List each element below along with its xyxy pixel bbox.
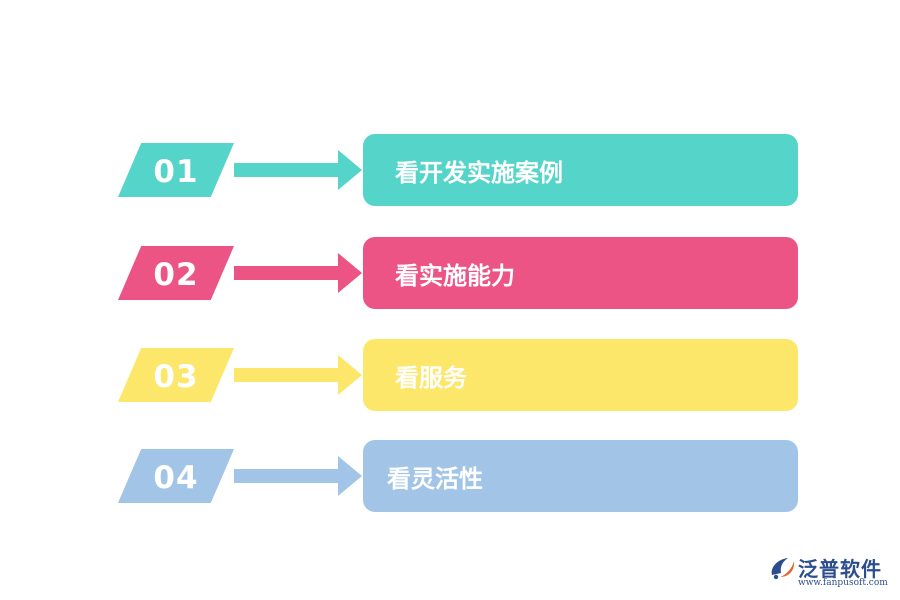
right-arrow-icon bbox=[234, 150, 362, 190]
step-label-box: 看实施能力 bbox=[363, 237, 798, 309]
right-arrow-icon bbox=[234, 355, 362, 395]
fanpu-logo-icon bbox=[771, 558, 795, 580]
step-number-badge: 02 bbox=[118, 246, 234, 300]
step-label-box: 看服务 bbox=[363, 339, 798, 411]
step-number: 03 bbox=[153, 359, 199, 395]
step-row: 02 看实施能力 bbox=[0, 237, 900, 309]
step-number-badge: 01 bbox=[118, 143, 234, 197]
brand-url: www.fanpusoft.com bbox=[798, 578, 888, 588]
step-label-box: 看开发实施案例 bbox=[363, 134, 798, 206]
right-arrow-icon bbox=[234, 253, 362, 293]
step-label: 看实施能力 bbox=[395, 261, 515, 290]
right-arrow-icon bbox=[234, 456, 362, 496]
step-number-badge: 04 bbox=[118, 449, 234, 503]
step-number-badge: 03 bbox=[118, 348, 234, 402]
step-row: 04 看灵活性 bbox=[0, 440, 900, 512]
step-label-box: 看灵活性 bbox=[363, 440, 798, 512]
brand-logo: 泛普软件 www.fanpusoft.com bbox=[768, 553, 893, 593]
step-label: 看服务 bbox=[395, 363, 467, 392]
brand-name: 泛普软件 bbox=[798, 557, 882, 581]
step-number: 04 bbox=[153, 460, 199, 496]
step-number: 02 bbox=[153, 257, 199, 293]
step-row: 03 看服务 bbox=[0, 339, 900, 411]
step-row: 01 看开发实施案例 bbox=[0, 134, 900, 206]
step-number: 01 bbox=[153, 154, 199, 190]
step-label: 看灵活性 bbox=[387, 464, 483, 493]
step-label: 看开发实施案例 bbox=[395, 158, 563, 187]
